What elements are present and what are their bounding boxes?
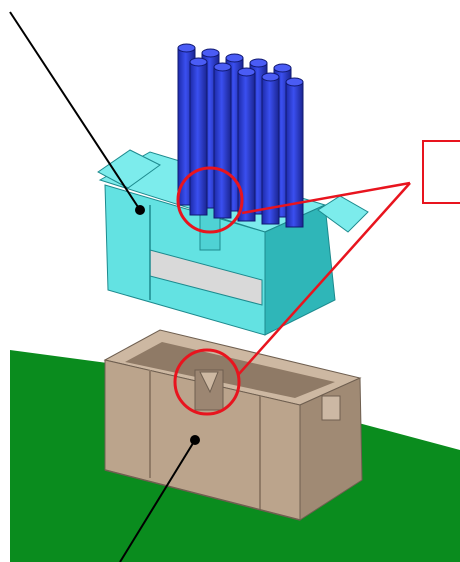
leader-dot-header	[190, 435, 200, 445]
header-side-latch	[321, 395, 341, 421]
housing-left-wing	[97, 149, 161, 189]
header-cavity	[125, 342, 335, 398]
wire-end	[285, 77, 304, 87]
callout-line-upper	[241, 181, 411, 215]
wire	[261, 76, 280, 225]
wire-end	[237, 67, 256, 77]
wire-end	[201, 48, 220, 58]
wire-end	[177, 43, 196, 53]
callout-line-lower	[237, 182, 411, 376]
pin-header	[103, 329, 363, 521]
housing-side-face	[264, 204, 336, 336]
wire	[189, 61, 208, 216]
wire-end	[273, 63, 292, 73]
housing-right-wing	[317, 195, 369, 233]
wire-end	[189, 57, 208, 67]
leader-line-housing	[9, 11, 141, 211]
header-side-face	[299, 377, 363, 521]
wire-end	[261, 72, 280, 82]
wire-bundle	[177, 43, 304, 228]
header-key-notch	[199, 371, 219, 394]
wire-end	[225, 53, 244, 63]
header-base-edge	[104, 469, 301, 521]
highlight-circle-upper	[176, 166, 244, 234]
wire	[213, 66, 232, 219]
wire-end	[249, 58, 268, 68]
callout-label-box	[422, 140, 460, 204]
wire-end	[213, 62, 232, 72]
highlight-circle-lower	[173, 348, 241, 416]
leader-line-header	[119, 439, 196, 562]
leader-dot-housing	[135, 205, 145, 215]
